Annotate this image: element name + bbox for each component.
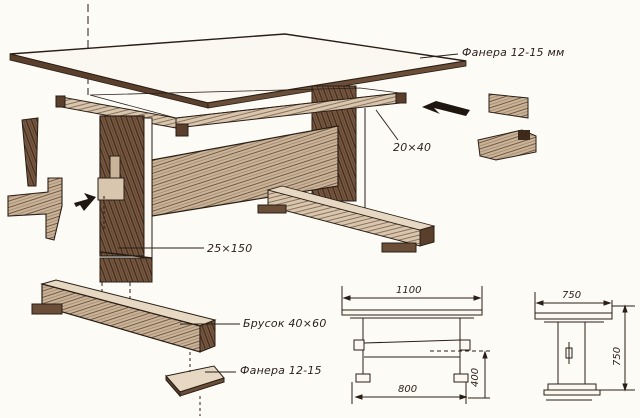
foot-front xyxy=(31,279,225,416)
foot-pad-label: Фанера 12-15 xyxy=(240,364,322,377)
tabletop-label: Фанера 12-15 мм xyxy=(462,46,565,59)
base-width-dimension: 800 xyxy=(398,384,418,395)
wedge-detail xyxy=(7,117,96,241)
leg-size-label: 25×150 xyxy=(207,242,253,255)
front-view xyxy=(341,286,490,404)
foot-back xyxy=(257,185,436,253)
leader-lines xyxy=(118,109,399,373)
foot-beam-label: Брусок 40×60 xyxy=(243,317,327,330)
side-view xyxy=(534,292,635,401)
side-width-dimension: 750 xyxy=(562,290,582,301)
joint-detail xyxy=(422,93,537,161)
stretcher-height-dimension: 400 xyxy=(470,367,481,387)
leg-front xyxy=(97,115,153,283)
front-width-dimension: 1100 xyxy=(396,285,422,296)
rail-size-label: 20×40 xyxy=(393,141,432,154)
table-height-dimension: 750 xyxy=(612,346,623,366)
tabletop-panel xyxy=(9,33,467,109)
